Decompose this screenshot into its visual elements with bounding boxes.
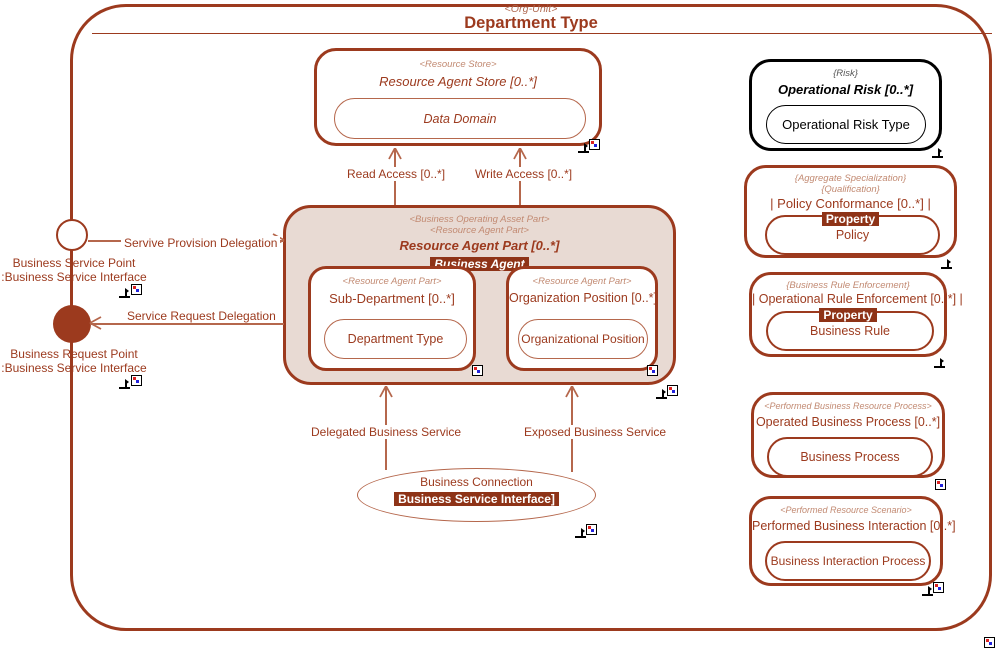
anchor-icon[interactable] xyxy=(656,386,667,399)
anchor-icon[interactable] xyxy=(922,583,933,596)
node-name: Sub-Department [0..*] xyxy=(329,291,455,306)
stereotype-label: <Resource Agent Part> xyxy=(532,276,632,287)
port-label-line1: Business Service Point xyxy=(12,256,136,270)
node-name: | Operational Rule Enforcement [0..*] | xyxy=(752,292,963,306)
detail-icon[interactable] xyxy=(586,524,597,535)
anchor-icon[interactable] xyxy=(119,285,130,298)
node-name: Resource Agent Store [0..*] xyxy=(379,74,537,89)
detail-icon[interactable] xyxy=(935,479,946,490)
business-connection-badge: Business Service Interface] xyxy=(394,492,559,506)
stereotype-label: <Resource Agent Part> xyxy=(342,276,442,287)
node-name: | Policy Conformance [0..*] | xyxy=(770,196,931,211)
port-business-service-point[interactable] xyxy=(56,219,88,251)
detail-icon[interactable] xyxy=(647,365,658,376)
stereotype-label-2: {Qualification} xyxy=(821,184,880,195)
port-label-line1: Business Request Point xyxy=(10,347,138,361)
anchor-icon[interactable] xyxy=(932,145,943,158)
detail-icon[interactable] xyxy=(667,385,678,396)
delegated-arrowhead xyxy=(379,385,393,405)
connector-write-access-label: Write Access [0..*] xyxy=(473,167,575,181)
inner-operational-risk-type[interactable]: Operational Risk Type xyxy=(766,105,926,144)
property-badge-wrap: Property xyxy=(752,306,944,324)
stereotype-label-1: {Aggregate Specialization} xyxy=(794,173,907,184)
property-badge: Property xyxy=(821,212,880,226)
detail-icon[interactable] xyxy=(933,582,944,593)
inner-business-process[interactable]: Business Process xyxy=(767,437,933,477)
node-name: Performed Business Interaction [0..*] xyxy=(752,519,956,533)
business-connection-text: Business Connection Business Service Int… xyxy=(357,475,596,508)
anchor-icon[interactable] xyxy=(119,376,130,389)
write-access-arrowhead xyxy=(513,147,527,167)
node-operational-risk[interactable]: {Risk} Operational Risk [0..*] Operation… xyxy=(749,59,942,151)
detail-icon[interactable] xyxy=(131,375,142,386)
node-operated-business-process[interactable]: <Performed Business Resource Process> Op… xyxy=(751,392,945,478)
connector-service-provision-label: Servive Provision Delegation xyxy=(121,236,281,250)
exposed-arrowhead xyxy=(565,385,579,405)
connector-exposed-label: Exposed Business Service xyxy=(521,425,670,439)
node-name: Resource Agent Part [0..*] xyxy=(399,238,560,253)
port-business-request-point[interactable] xyxy=(53,305,91,343)
inner-business-interaction-process[interactable]: Business Interaction Process xyxy=(765,541,931,581)
service-request-arrowhead xyxy=(88,316,104,337)
canvas-detail-icon[interactable] xyxy=(984,637,995,648)
inner-organizational-position[interactable]: Organizational Position xyxy=(518,319,648,359)
node-resource-agent-store[interactable]: <Resource Store> Resource Agent Store [0… xyxy=(314,48,602,146)
anchor-icon[interactable] xyxy=(934,355,945,368)
node-sub-department[interactable]: <Resource Agent Part> Sub-Department [0.… xyxy=(308,266,476,371)
property-badge: Property xyxy=(819,308,877,322)
connector-service-request-label: Service Request Delegation xyxy=(124,309,279,323)
frame-title-separator xyxy=(92,33,992,34)
node-business-agent[interactable]: <Business Operating Asset Part> <Resourc… xyxy=(283,205,676,385)
frame-stereotype: <Org-Unit> xyxy=(504,3,558,15)
port-business-service-point-label: Business Service Point :Business Service… xyxy=(0,256,148,284)
property-badge-wrap: Property xyxy=(747,210,954,228)
detail-icon[interactable] xyxy=(472,365,483,376)
stereotype-label: <Performed Resource Scenario> xyxy=(780,505,912,515)
stereotype-label: <Resource Store> xyxy=(419,59,497,70)
port-business-request-point-label: Business Request Point :Business Service… xyxy=(0,347,148,375)
node-name: Organization Position [0..*] xyxy=(509,291,657,305)
stereotype-label: {Business Rule Enforcement} xyxy=(786,280,910,291)
read-access-arrowhead xyxy=(388,147,402,167)
node-name: Operational Risk [0..*] xyxy=(777,82,914,97)
connector-service-request-line xyxy=(90,323,284,325)
anchor-icon[interactable] xyxy=(941,256,952,269)
stereotype-label-1: <Business Operating Asset Part> xyxy=(409,214,550,225)
node-name: Operated Business Process [0..*] xyxy=(755,415,941,429)
connector-read-access-label: Read Access [0..*] xyxy=(345,167,448,181)
port-label-line2: :Business Service Interface xyxy=(1,270,147,284)
node-policy-conformance[interactable]: {Aggregate Specialization} {Qualificatio… xyxy=(744,165,957,258)
inner-data-domain[interactable]: Data Domain xyxy=(334,98,586,139)
node-operational-rule-enforcement[interactable]: {Business Rule Enforcement} | Operationa… xyxy=(749,272,963,357)
inner-department-type[interactable]: Department Type xyxy=(324,319,467,359)
anchor-icon[interactable] xyxy=(575,525,586,538)
anchor-icon[interactable] xyxy=(578,140,589,153)
business-connection-name: Business Connection xyxy=(420,475,533,489)
page-title: Department Type xyxy=(464,14,598,32)
stereotype-label-2: <Resource Agent Part> xyxy=(430,225,529,236)
node-organization-position[interactable]: <Resource Agent Part> Organization Posit… xyxy=(506,266,658,371)
detail-icon[interactable] xyxy=(589,139,600,150)
node-performed-business-interaction[interactable]: <Performed Resource Scenario> Performed … xyxy=(749,496,956,586)
port-label-line2: :Business Service Interface xyxy=(1,361,147,375)
stereotype-label: {Risk} xyxy=(833,68,858,79)
detail-icon[interactable] xyxy=(131,284,142,295)
connector-delegated-label: Delegated Business Service xyxy=(308,425,465,439)
stereotype-label: <Performed Business Resource Process> xyxy=(764,401,932,411)
